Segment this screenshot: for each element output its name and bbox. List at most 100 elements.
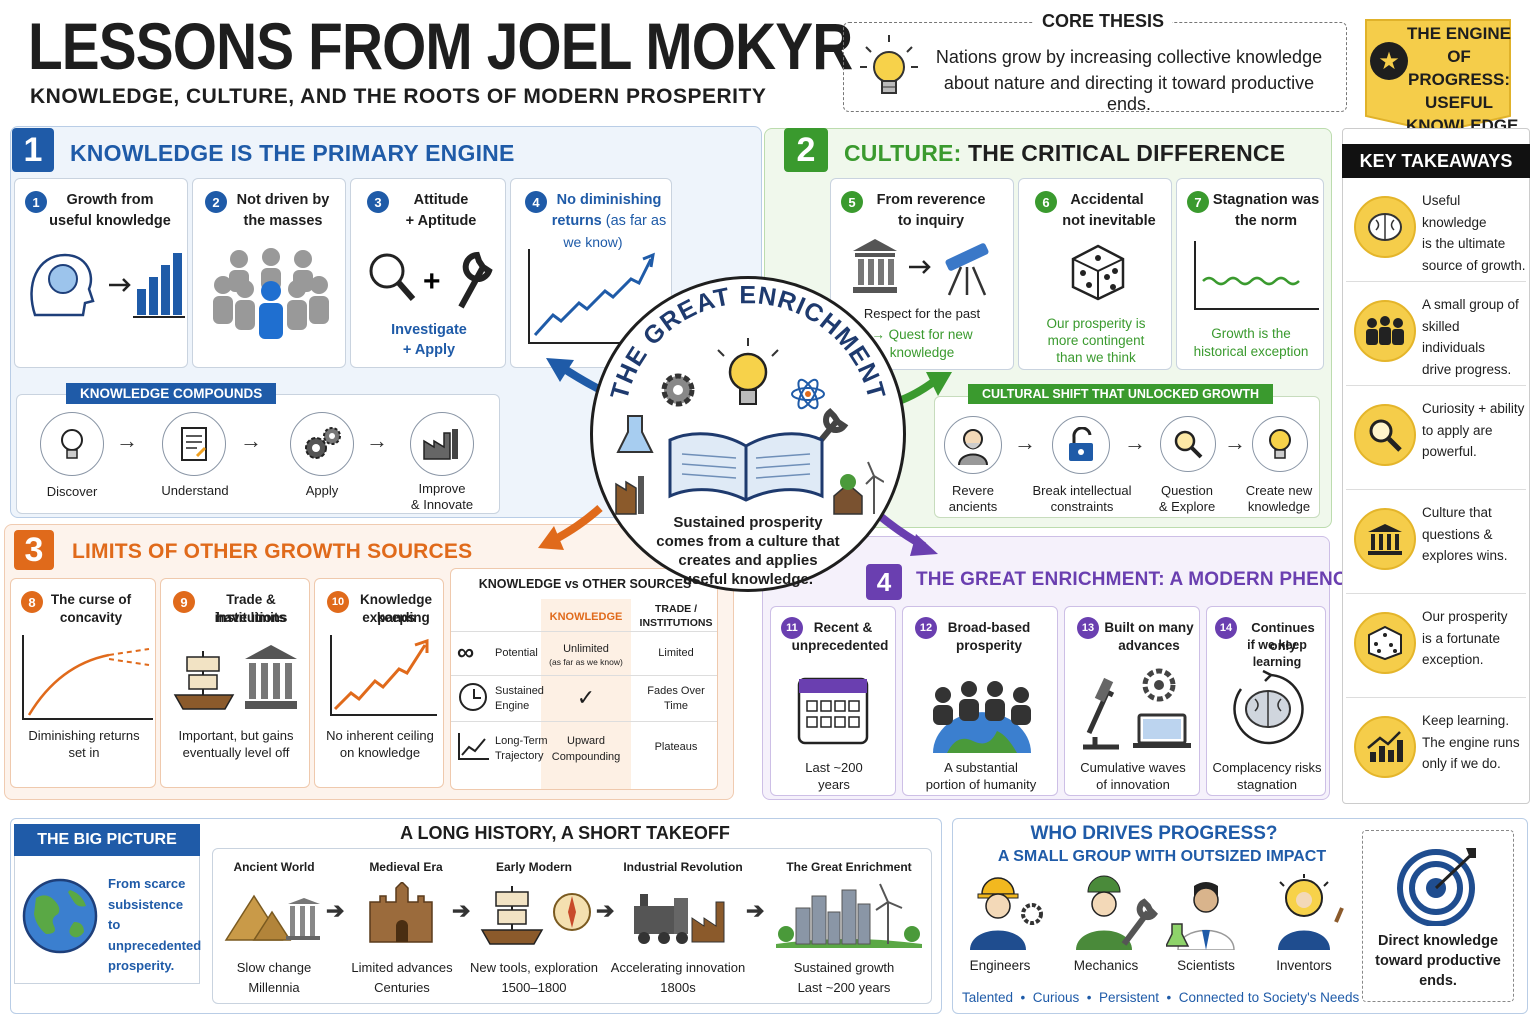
arrow-icon: ➔ [596,898,615,923]
target-icon [1396,846,1482,931]
history-title: A LONG HISTORY, A SHORT TAKEOFF [400,823,730,843]
inventors-label: Inventors [1276,958,1332,973]
core-thesis-label: CORE THESIS [1034,11,1173,32]
center-line2: comes from a culture that [656,533,840,550]
page-title: LESSONS FROM JOEL MOKYR [28,9,853,83]
card-number: 8 [21,591,43,613]
city-wind-icon [776,882,922,953]
big-line4: prosperity. [108,958,175,973]
arrow-icon: → [116,428,138,453]
step-improve: Improve [418,481,466,496]
magnifier-icon [1160,416,1216,472]
traits-line: Talented • Curious • Persistent • Connec… [962,990,1360,1005]
arrow-icon: → [240,428,262,453]
section4-title: THE GREAT ENRICHMENT: A MODERN PHENOMENO… [916,569,1420,590]
arrow-icon: → [1014,430,1036,455]
card-stagnation: 7 Stagnation was the norm Growth is the … [1176,178,1324,370]
card-keep-learning: 14 Continues only if we keep learning Co… [1206,606,1326,796]
key-takeaways-title: KEY TAKEAWAYS [1342,144,1530,178]
infinity-icon: ∞ [457,639,475,666]
clock-icon [459,683,487,711]
step-understand: Understand [161,483,229,498]
target-box [1362,830,1514,1002]
brain-icon [1354,196,1416,258]
section2-number: 2 [784,128,828,172]
concave-curve-icon [19,635,153,730]
arrow-icon: ➔ [452,898,471,923]
center-line1: Sustained prosperity [673,514,823,531]
rising-line-icon [327,635,437,726]
section4-number: 4 [866,564,902,600]
brain-chart-icon [25,245,185,330]
section3-number: 3 [14,530,54,570]
card-number: 3 [367,191,389,213]
dice-icon [1354,612,1416,674]
big-line3: to unprecedented [108,917,202,953]
badge-line3: USEFUL [1425,93,1493,112]
svg-text:+: + [423,265,441,298]
document-icon [162,412,226,476]
history-timeline-box [212,848,932,1004]
section2-title: CULTURE: THE CRITICAL DIFFERENCE [844,140,1286,166]
star-icon: ★ [1370,42,1408,80]
arrow-icon: → [366,428,388,453]
card-knowledge-expanding: 10 Knowledge keeps expanding No inherent… [314,578,444,788]
brain-cycle-icon [1225,669,1311,754]
train-factory-icon [630,882,734,951]
card-curse-concavity: 8 The curse of concavity Diminishing ret… [10,578,156,788]
card-number: 9 [173,591,195,613]
castle-icon [366,880,446,949]
group-icon [1354,300,1416,362]
crowd-icon [209,245,333,346]
core-thesis-line1: Nations grow by increasing collective kn… [935,47,1323,67]
target-line2: toward productive [1375,953,1501,969]
card-number: 11 [781,617,803,639]
ship-temple-icon [173,643,301,718]
card-number: 10 [327,591,349,613]
big-picture-card [14,856,200,984]
magnifier-wrench-icon: + [365,247,495,318]
card-broad-based: 12 Broad-based prosperity A substantial … [902,606,1058,796]
lightbulb-icon [1252,416,1308,472]
cultural-shift-label: CULTURAL SHIFT THAT UNLOCKED GROWTH [968,384,1274,404]
engineer-icon [964,874,1046,955]
ship-compass-icon [478,882,594,951]
calendar-icon [795,671,871,752]
people-globe-icon [927,669,1037,758]
card-many-advances: 13 Built on many advances Cumulative wav… [1064,606,1200,796]
card-number: 5 [841,191,863,213]
card-not-masses: 2 Not driven by the masses [192,178,346,368]
drivers-subtitle: A SMALL GROUP WITH OUTSIZED IMPACT [997,848,1327,865]
inventor-icon [1264,874,1350,955]
section1-number: 1 [12,128,54,172]
gears-icon [290,412,354,476]
dice-icon [1069,243,1127,306]
big-line1: From scarce [108,876,186,891]
badge-line2: OF PROGRESS: [1407,47,1511,89]
scientist-icon [1164,874,1252,955]
drivers-title: WHO DRIVES PROGRESS? [1030,823,1278,844]
mechanics-label: Mechanics [1073,958,1139,973]
card-number: 6 [1035,191,1057,213]
trend-chart-icon [457,733,489,766]
engine-badge: ★ THE ENGINE OF PROGRESS: USEFUL KNOWLED… [1362,16,1518,135]
unlock-icon [1052,416,1110,474]
target-line3: ends. [1419,973,1457,989]
card-recent: 11 Recent & unprecedented Last ~200 year… [770,606,896,796]
arrow-icon: ➔ [746,898,765,923]
knowledge-compounds-label: KNOWLEDGE COMPOUNDS [66,383,277,404]
arrow-icon: → [1224,430,1246,455]
card-number: 13 [1077,617,1099,639]
flat-line-icon [1189,241,1319,320]
arrow-icon: ➔ [326,898,345,923]
pyramid-icon [224,886,324,947]
globe-icon [20,876,100,961]
card-accidental: 6 Accidental not inevitable Our prosperi… [1018,178,1172,370]
target-line1: Direct knowledge [1377,933,1499,949]
card-number: 14 [1215,617,1237,639]
